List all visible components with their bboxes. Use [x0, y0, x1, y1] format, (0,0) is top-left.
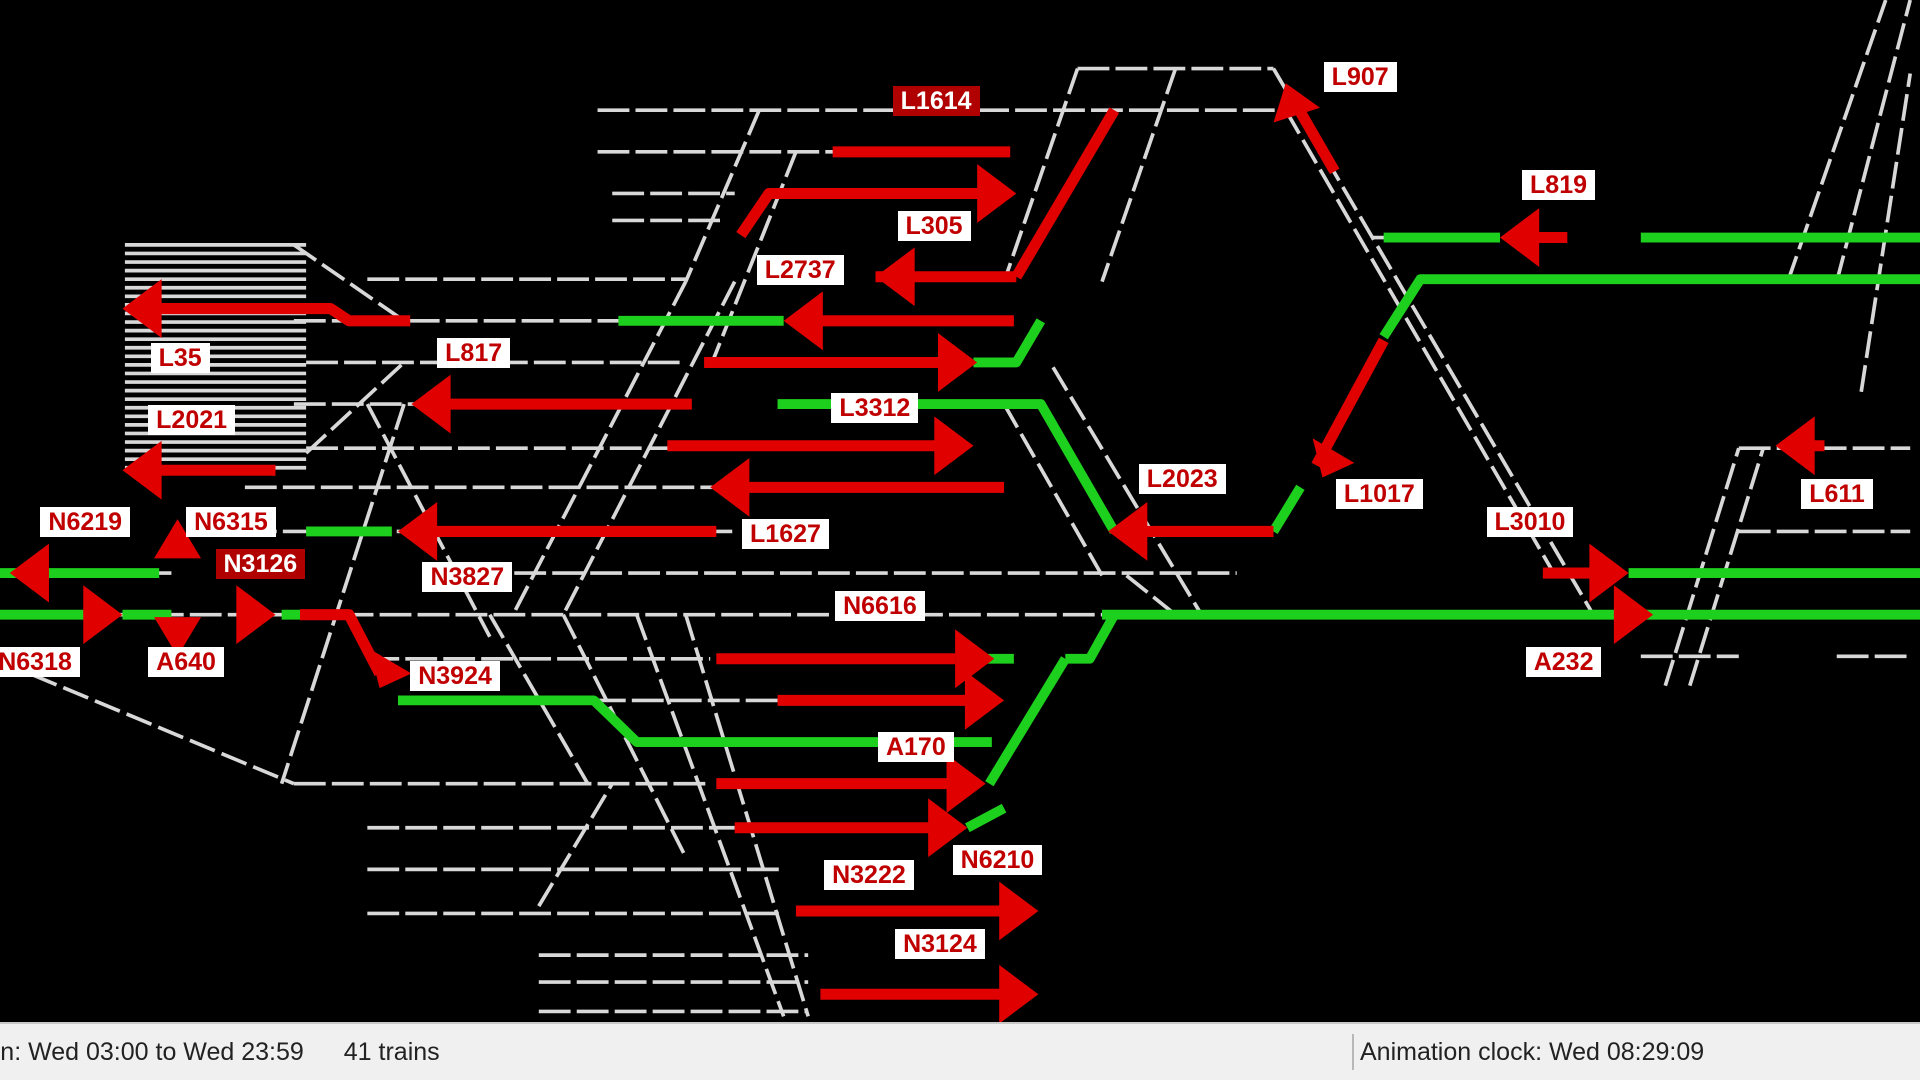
route-segment — [1379, 274, 1920, 340]
train-arrowhead — [928, 798, 968, 858]
status-bar: ation: Wed 03:00 to Wed 23:59 41 trains A… — [0, 1022, 1920, 1080]
train-arrowhead — [122, 279, 162, 338]
train-label-l817[interactable]: L817 — [437, 337, 511, 368]
train-label-a640[interactable]: A640 — [148, 646, 224, 677]
status-pane-clock: Animation clock: Wed 08:29:09 — [1352, 1034, 1920, 1070]
track-crossover — [512, 280, 688, 614]
late-train-path — [1011, 107, 1120, 280]
train-count: 41 trains — [343, 1038, 440, 1066]
train-arrowhead — [83, 585, 123, 645]
late-train-path — [146, 303, 411, 327]
train-label-n3924[interactable]: N3924 — [410, 661, 500, 692]
track-crossover — [561, 613, 688, 858]
track-crossover — [279, 403, 406, 785]
route-segment — [965, 803, 1007, 833]
train-label-l1627[interactable]: L1627 — [742, 519, 829, 550]
train-arrowhead — [154, 519, 202, 559]
train-label-n6210[interactable]: N6210 — [952, 844, 1043, 875]
train-arrowhead — [964, 671, 1005, 730]
route-segment — [777, 399, 1119, 534]
late-train-path — [736, 187, 992, 239]
train-label-n3827[interactable]: N3827 — [422, 562, 513, 593]
track-crossover — [0, 659, 295, 786]
train-label-l907[interactable]: L907 — [1323, 62, 1397, 93]
train-arrowhead — [1775, 416, 1815, 476]
train-label-n6315[interactable]: N6315 — [186, 506, 276, 537]
track-crossover — [365, 403, 492, 638]
track-crossover — [708, 151, 798, 369]
train-label-n6219[interactable]: N6219 — [40, 506, 131, 537]
train-arrowhead — [122, 440, 162, 500]
route-segment — [973, 318, 1046, 368]
train-label-l3010[interactable]: L3010 — [1486, 506, 1574, 537]
train-label-n3126[interactable]: N3126 — [215, 548, 306, 579]
train-label-l2021[interactable]: L2021 — [148, 405, 236, 436]
track-crossover — [304, 361, 406, 455]
train-arrowhead — [946, 754, 986, 814]
track-crossover — [684, 109, 761, 283]
late-train-path — [300, 609, 385, 677]
train-label-n6318[interactable]: N6318 — [0, 646, 80, 677]
route-group — [0, 83, 1920, 1022]
train-arrowhead — [937, 333, 978, 392]
track-crossover — [1002, 67, 1080, 283]
train-arrowhead — [397, 502, 438, 561]
train-label-l819[interactable]: L819 — [1522, 170, 1596, 201]
route-segment — [397, 695, 992, 747]
train-label-a232[interactable]: A232 — [1525, 646, 1602, 677]
train-arrowhead — [1613, 585, 1654, 645]
train-arrowhead — [1312, 438, 1355, 478]
train-arrowhead — [369, 648, 412, 689]
animation-clock: Animation clock: Wed 08:29:09 — [1360, 1038, 1705, 1066]
train-label-l2737[interactable]: L2737 — [756, 254, 844, 285]
route-layer — [0, 83, 1920, 1022]
train-arrowhead — [154, 617, 202, 657]
route-segment — [1065, 612, 1119, 664]
train-label-n6616[interactable]: N6616 — [835, 591, 925, 622]
train-arrowhead — [783, 291, 823, 351]
track-crossover — [1051, 366, 1202, 614]
train-label-n3222[interactable]: N3222 — [824, 859, 914, 890]
train-label-l1614[interactable]: L1614 — [892, 85, 980, 116]
train-label-l35[interactable]: L35 — [150, 342, 210, 373]
late-train-path — [1293, 105, 1340, 175]
train-label-l305[interactable]: L305 — [897, 210, 971, 241]
train-arrowhead — [875, 247, 915, 307]
train-label-l3312[interactable]: L3312 — [831, 393, 919, 424]
track-crossover — [1688, 447, 1766, 687]
track-crossover — [1663, 447, 1741, 687]
train-arrowhead — [236, 585, 276, 645]
train-arrowhead — [1108, 502, 1148, 561]
train-arrowhead — [1500, 208, 1540, 267]
track-crossover — [488, 613, 590, 785]
train-label-l1017[interactable]: L1017 — [1335, 478, 1423, 509]
track-crossover — [683, 614, 810, 1017]
status-pane-simulation: ation: Wed 03:00 to Wed 23:59 41 trains — [0, 1034, 1332, 1070]
track-crossover — [1284, 109, 1557, 577]
train-label-a170[interactable]: A170 — [877, 732, 954, 763]
train-arrowhead — [999, 964, 1039, 1022]
train-arrowhead — [977, 164, 1017, 223]
train-arrowhead — [411, 374, 451, 434]
train-arrowhead — [710, 457, 750, 517]
track-crossover — [1125, 574, 1177, 617]
train-label-l611[interactable]: L611 — [1801, 478, 1873, 509]
track-crossover — [1100, 67, 1178, 283]
train-arrowhead — [1589, 543, 1629, 603]
simulation-period: ation: Wed 03:00 to Wed 23:59 — [0, 1038, 304, 1066]
train-label-n3124[interactable]: N3124 — [895, 929, 985, 960]
train-arrowhead — [999, 881, 1039, 941]
track-crossover — [292, 243, 406, 323]
route-segment — [1269, 484, 1305, 534]
train-arrowhead — [934, 416, 974, 476]
train-label-l2023[interactable]: L2023 — [1138, 464, 1226, 495]
track-crossover — [537, 782, 614, 908]
train-arrowhead — [1273, 83, 1320, 123]
track-crossover — [635, 614, 786, 1017]
route-segment — [985, 656, 1070, 787]
train-arrowhead — [9, 543, 49, 603]
track-crossover — [561, 280, 737, 616]
late-train-path — [1311, 337, 1389, 468]
